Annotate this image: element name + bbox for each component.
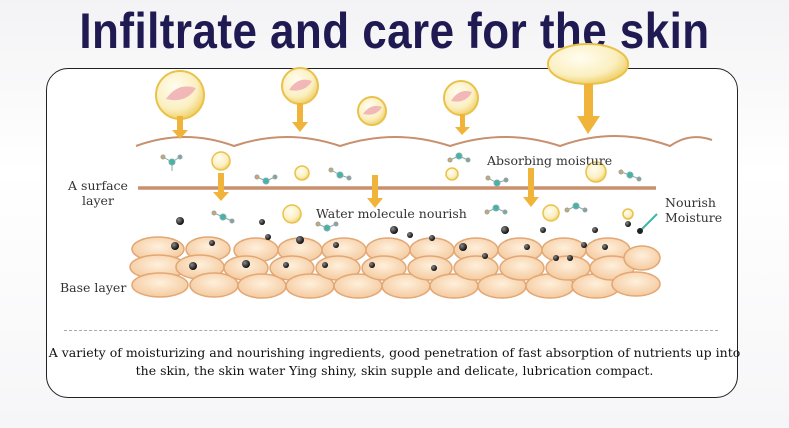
divider: [64, 330, 718, 331]
nutrient-bubble: [357, 96, 387, 126]
label-base-layer: Base layer: [60, 280, 127, 295]
down-arrow: [523, 168, 539, 207]
nutrient-bubbles: [155, 43, 629, 126]
down-arrow: [455, 114, 470, 135]
nourish-dot: [637, 228, 643, 234]
nutrient-bubble: [443, 80, 479, 116]
label-absorbing-moisture: Absorbing moisture: [487, 153, 613, 168]
down-arrow: [213, 173, 229, 201]
caption: A variety of moisturizing and nourishing…: [0, 344, 789, 380]
label-water-molecule: Water molecule nourish: [316, 206, 467, 221]
down-arrow: [172, 116, 188, 139]
water-molecules: [160, 152, 642, 232]
small-bubbles: [211, 151, 634, 224]
nourish-pointer: [640, 213, 658, 231]
nutrient-bubble: [547, 43, 629, 85]
nutrient-dots: [171, 217, 631, 271]
down-arrow: [577, 84, 600, 134]
label-nourish-moisture: Nourish Moisture: [665, 195, 723, 225]
down-arrow: [367, 175, 383, 208]
skin-surface-arcs: [135, 135, 713, 148]
caption-line-2: the skin, the skin water Ying shiny, ski…: [135, 363, 654, 378]
label-surface-layer: A surface layer: [68, 178, 128, 208]
caption-line-1: A variety of moisturizing and nourishing…: [48, 345, 741, 360]
nutrient-bubble: [281, 67, 319, 105]
base-layer-cells: [129, 236, 661, 299]
penetration-arrows: [172, 84, 600, 208]
nutrient-bubble: [155, 70, 205, 120]
down-arrow: [292, 103, 308, 132]
